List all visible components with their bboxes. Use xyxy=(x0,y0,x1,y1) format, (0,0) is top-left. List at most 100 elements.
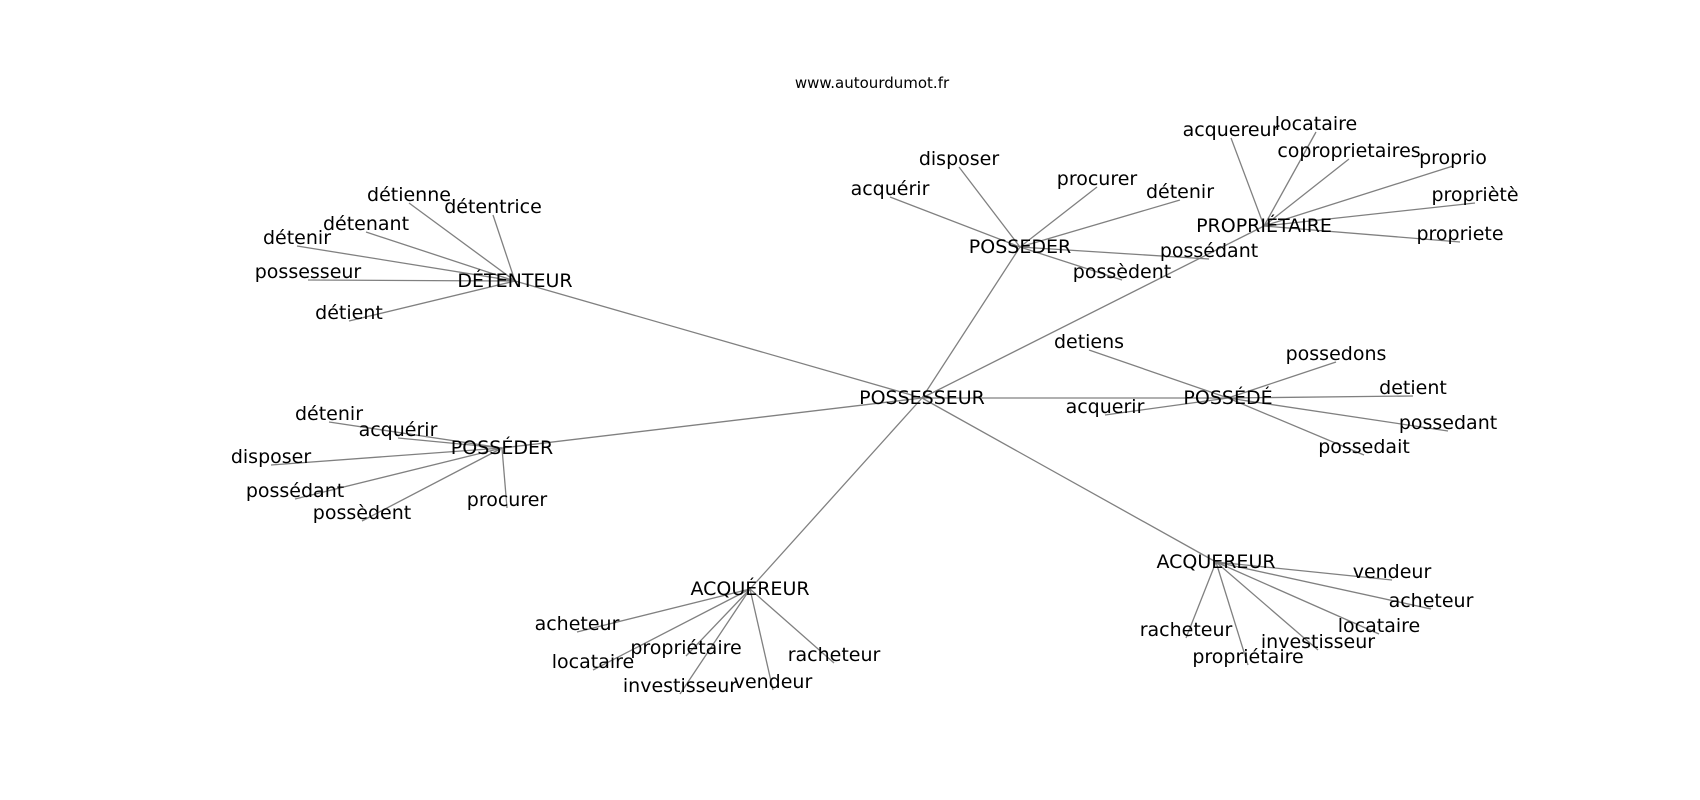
leaf-node-label: investisseur xyxy=(1261,631,1375,653)
leaf-node-label: possedait xyxy=(1318,436,1410,458)
edge-hub-to-leaf xyxy=(958,166,1021,248)
edge-hub-to-leaf xyxy=(1263,225,1461,243)
edge-center-to-hub xyxy=(501,397,923,449)
edge-hub-to-leaf xyxy=(749,588,835,664)
edge-hub-to-leaf xyxy=(348,280,516,322)
leaf-node-label: acheteur xyxy=(1389,590,1474,612)
leaf-node-label: procurer xyxy=(467,489,548,511)
leaf-node-label: possédant xyxy=(246,480,344,502)
edge-hub-to-leaf xyxy=(576,588,751,633)
edge-hub-to-leaf xyxy=(270,447,503,466)
edge-hub-to-leaf xyxy=(1019,246,1123,281)
edge-hub-to-leaf xyxy=(1227,397,1365,456)
edge-hub-to-leaf xyxy=(1185,561,1217,639)
edge-hub-to-leaf xyxy=(685,588,751,657)
leaf-node-label: possedons xyxy=(1286,343,1387,365)
edge-hub-to-leaf xyxy=(408,202,516,282)
leaf-node-label: vendeur xyxy=(734,671,813,693)
edge-hub-to-leaf xyxy=(294,447,503,500)
leaf-node-label: propriete xyxy=(1416,223,1503,245)
edge-center-to-hub xyxy=(921,397,1217,563)
leaf-node-label: détient xyxy=(315,302,383,324)
edge-hub-to-leaf xyxy=(1019,246,1210,260)
edge-hub-to-leaf xyxy=(1263,202,1476,227)
edge-hub-to-leaf xyxy=(397,437,503,449)
leaf-node-label: acquereur xyxy=(1183,119,1280,141)
edge-hub-to-leaf xyxy=(1263,131,1317,227)
leaf-node-label: possèdent xyxy=(1073,261,1171,283)
center-node-label: POSSESSEUR xyxy=(859,387,985,409)
hub-node-label: PROPRIÉTAIRE xyxy=(1196,214,1332,237)
edge-hub-to-leaf xyxy=(1088,349,1229,399)
hub-node-label: DÉTENTEUR xyxy=(457,269,572,292)
edge-hub-to-leaf xyxy=(1215,561,1319,651)
leaf-node-label: acquérir xyxy=(359,419,438,441)
edge-hub-to-leaf xyxy=(1230,137,1265,227)
leaf-node-label: detient xyxy=(1379,377,1447,399)
edge-hub-to-leaf xyxy=(365,231,516,282)
leaf-node-label: détenir xyxy=(1146,181,1214,203)
edge-hub-to-leaf xyxy=(592,588,751,671)
edge-hub-to-leaf xyxy=(1215,561,1432,610)
leaf-node-label: propriètè xyxy=(1431,184,1518,206)
leaf-node-label: vendeur xyxy=(1353,561,1432,583)
leaf-node-label: locataire xyxy=(1275,113,1357,135)
leaf-node-label: possedant xyxy=(1399,412,1497,434)
hub-node-label: POSSÉDER xyxy=(451,436,553,459)
edge-hub-to-leaf xyxy=(1019,186,1098,248)
leaf-node-label: possèdent xyxy=(313,502,411,524)
edge-center-to-hub xyxy=(921,246,1021,399)
leaf-node-label: procurer xyxy=(1057,168,1138,190)
leaf-node-label: investisseur xyxy=(623,675,737,697)
leaf-node-label: disposer xyxy=(919,148,1000,170)
edge-center-to-hub xyxy=(921,225,1265,399)
leaf-node-label: propriétaire xyxy=(630,637,741,659)
edge-hub-to-leaf xyxy=(307,279,516,282)
edge-hub-to-leaf xyxy=(1019,199,1181,248)
edge-hub-to-leaf xyxy=(501,447,508,509)
leaf-node-label: locataire xyxy=(1338,615,1420,637)
leaf-node-label: detiens xyxy=(1054,331,1124,353)
leaf-node-label: détienne xyxy=(367,184,451,206)
edge-center-to-hub xyxy=(749,397,923,590)
edge-hub-to-leaf xyxy=(492,214,516,282)
edge-hub-to-leaf xyxy=(679,588,751,695)
leaf-node-label: acheteur xyxy=(535,613,620,635)
leaf-node-label: proprio xyxy=(1419,147,1487,169)
edge-hub-to-leaf xyxy=(296,245,516,282)
edge-hub-to-leaf xyxy=(749,588,774,691)
edge-hub-to-leaf xyxy=(1227,361,1337,399)
edge-hub-to-leaf xyxy=(361,447,503,522)
graph-edges xyxy=(270,131,1476,695)
leaf-node-label: détenant xyxy=(323,213,409,235)
leaf-node-label: coproprietaires xyxy=(1277,140,1420,162)
edge-hub-to-leaf xyxy=(1263,158,1350,227)
edge-hub-to-leaf xyxy=(1227,397,1449,432)
hub-node-label: POSSÉDÉ xyxy=(1183,386,1272,409)
leaf-node-label: possédant xyxy=(1160,240,1258,262)
edge-hub-to-leaf xyxy=(1227,395,1414,399)
edge-center-to-hub xyxy=(514,280,923,399)
leaf-node-label: racheteur xyxy=(788,644,881,666)
hub-node-label: POSSEDER xyxy=(969,236,1071,258)
leaf-node-label: détentrice xyxy=(444,196,542,218)
leaf-node-label: acquerir xyxy=(1066,396,1145,418)
leaf-node-label: détenir xyxy=(263,227,331,249)
leaf-node-label: disposer xyxy=(231,446,312,468)
leaf-node-label: locataire xyxy=(552,651,634,673)
edge-hub-to-leaf xyxy=(1215,561,1380,635)
hub-node-label: ACQUÉREUR xyxy=(690,577,809,600)
leaf-node-label: possesseur xyxy=(255,261,362,283)
edge-hub-to-leaf xyxy=(1215,561,1393,581)
edge-hub-to-leaf xyxy=(1215,561,1249,666)
source-label: www.autourdumot.fr xyxy=(795,74,950,92)
leaf-node-label: propriétaire xyxy=(1192,646,1303,668)
edge-hub-to-leaf xyxy=(1104,397,1229,416)
leaf-node-label: racheteur xyxy=(1140,619,1233,641)
edge-hub-to-leaf xyxy=(328,421,503,449)
edge-hub-to-leaf xyxy=(1263,165,1454,227)
hub-node-label: ACQUEREUR xyxy=(1156,551,1275,573)
leaf-node-label: acquérir xyxy=(851,178,930,200)
